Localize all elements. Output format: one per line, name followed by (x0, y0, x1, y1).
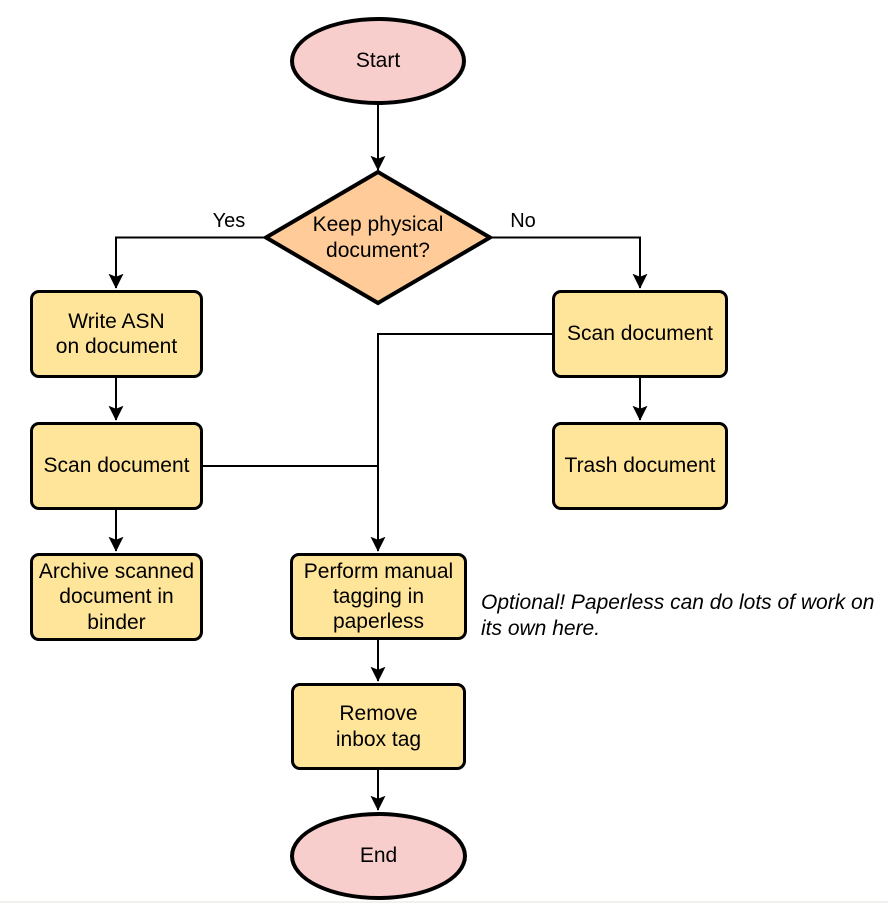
optional-note: Optional! Paperless can do lots of work … (481, 591, 875, 641)
node-write-asn: Write ASN on document (30, 290, 203, 378)
edge-decision-to-write-asn (108, 236, 265, 289)
node-end: End (290, 812, 467, 900)
edge-decision-to-scan-right (490, 236, 648, 289)
decision-diamond-shape (262, 169, 494, 306)
node-end-label: End (359, 844, 398, 868)
node-scan-document-left: Scan document (30, 422, 203, 510)
node-archive-in-binder-label: Archive scanned document in binder (38, 560, 195, 634)
node-start-label: Start (355, 49, 401, 73)
node-manual-tagging-label: Perform manual tagging in paperless (303, 559, 454, 634)
node-write-asn-label: Write ASN on document (55, 309, 178, 358)
node-archive-in-binder: Archive scanned document in binder (30, 553, 203, 641)
edge-label-no: No (494, 210, 552, 233)
node-scan-document-right-label: Scan document (567, 322, 713, 346)
node-trash-document-label: Trash document (564, 454, 716, 478)
bottom-divider (0, 901, 888, 903)
edge-label-yes: Yes (198, 210, 260, 233)
node-scan-document-left-label: Scan document (43, 454, 190, 478)
node-scan-document-right: Scan document (552, 290, 728, 378)
node-trash-document: Trash document (552, 422, 728, 510)
node-decision-label: Keep physical document? (312, 213, 444, 262)
node-manual-tagging: Perform manual tagging in paperless (290, 553, 467, 640)
node-start: Start (290, 17, 466, 105)
edge-scan-right-to-tagging (370, 333, 552, 552)
node-remove-inbox-tag: Remove inbox tag (291, 683, 466, 770)
node-decision: Keep physical document? (262, 169, 494, 306)
node-remove-inbox-tag-label: Remove inbox tag (335, 702, 422, 751)
